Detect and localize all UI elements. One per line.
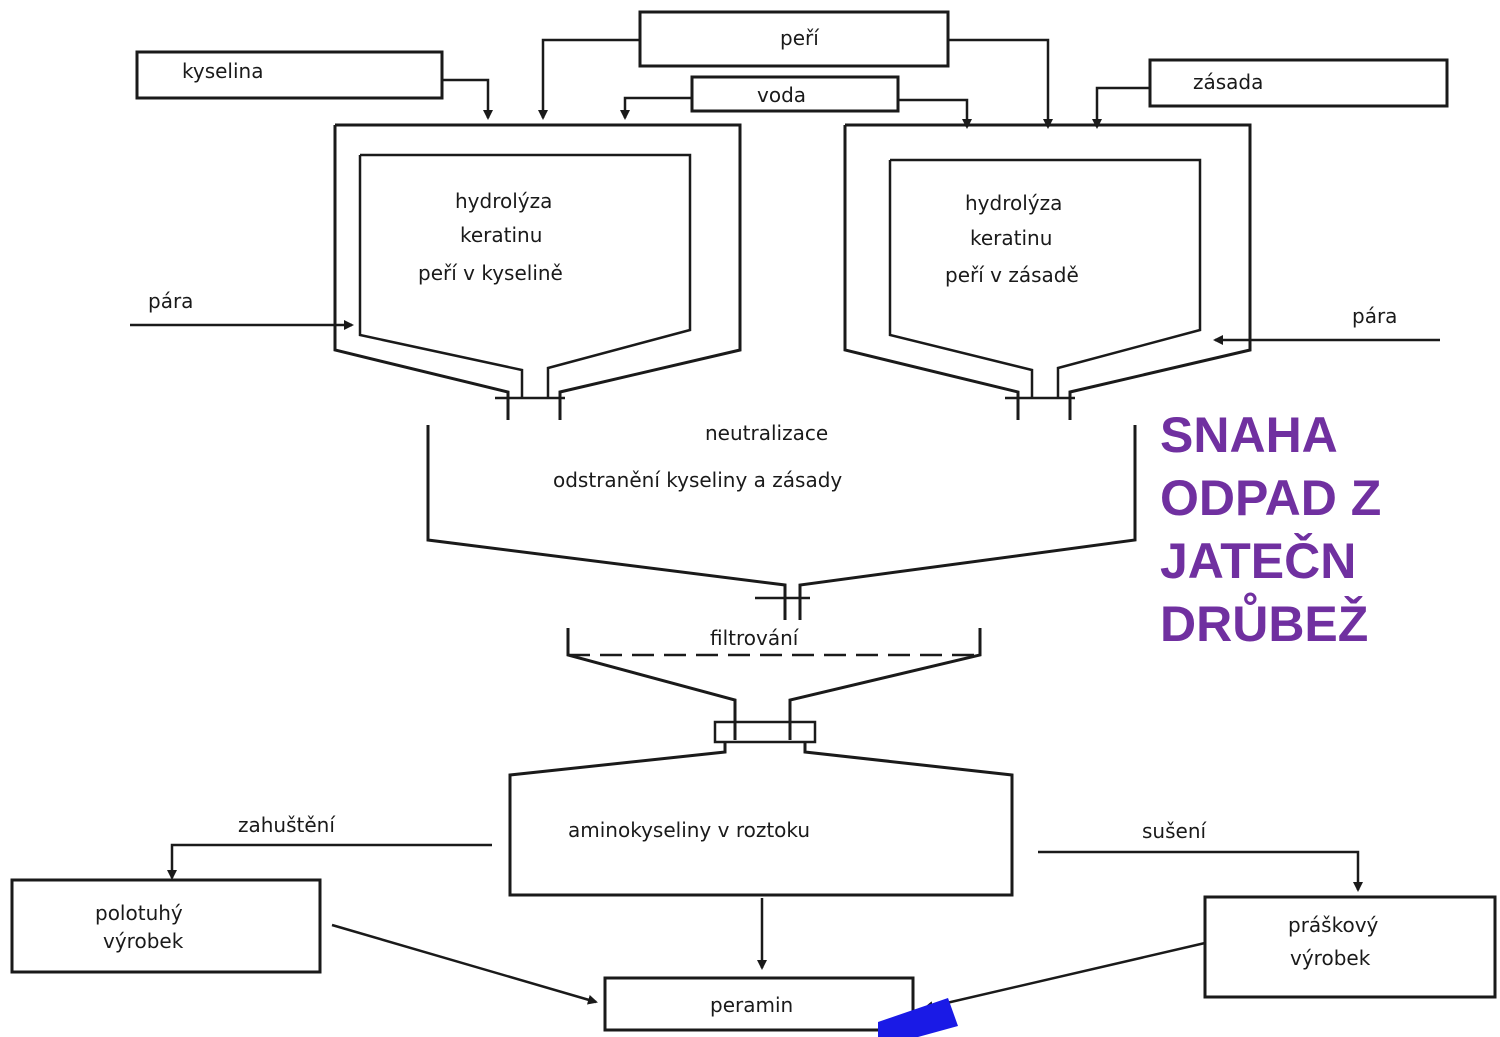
product-arrows: [331, 898, 1206, 1012]
steam-left: pára: [130, 289, 354, 330]
label-amino: aminokyseliny v roztoku: [568, 818, 810, 842]
box-base: zásada: [1148, 58, 1449, 108]
label-feathers: peří: [780, 26, 820, 50]
label-concentration: zahuštění: [238, 813, 336, 837]
box-acid: kyselina: [135, 50, 444, 100]
powder-line1: práškový: [1288, 913, 1379, 937]
label-peramin: peramin: [710, 993, 793, 1017]
label-acid: kyselina: [182, 59, 263, 83]
box-powder: práškový výrobek: [1203, 895, 1497, 999]
overlay-title-line4: DRŮBEŽ: [1160, 592, 1368, 652]
label-base: zásada: [1193, 70, 1263, 94]
label-filtration: filtrování: [710, 626, 800, 650]
box-semi-solid: polotuhý výrobek: [10, 878, 322, 974]
filtration-funnel: filtrování: [566, 626, 982, 740]
amino-acid-tank: aminokyseliny v roztoku: [508, 720, 1014, 897]
semi-solid-line1: polotuhý: [95, 901, 183, 925]
branch-concentration: zahuštění: [167, 813, 492, 880]
steam-right: pára: [1213, 304, 1440, 345]
tank-base-line3: peří v zásadě: [945, 263, 1079, 287]
semi-solid-line2: výrobek: [103, 929, 184, 953]
label-drying: sušení: [1142, 819, 1207, 843]
tank-acid-line2: keratinu: [460, 223, 542, 247]
tank-base-line2: keratinu: [970, 226, 1052, 250]
neutralization-vessel: neutralizace odstranění kyseliny a zásad…: [426, 421, 1137, 620]
branch-drying: sušení: [1038, 819, 1363, 892]
label-steam-right: pára: [1352, 304, 1397, 328]
box-water: voda: [690, 75, 900, 113]
reactor-base: hydrolýza keratinu peří v zásadě: [843, 123, 1252, 420]
neutralization-line2: odstranění kyseliny a zásady: [553, 468, 842, 492]
powder-line2: výrobek: [1290, 946, 1371, 970]
box-feathers: peří: [638, 10, 950, 68]
label-water: voda: [757, 83, 806, 107]
overlay-title: SNAHA ODPAD Z JATEČN DRŮBEŽ: [1160, 407, 1381, 652]
box-peramin: peramin: [603, 976, 915, 1032]
input-arrows: [442, 38, 1150, 129]
label-steam-left: pára: [148, 289, 193, 313]
overlay-title-line1: SNAHA: [1160, 407, 1338, 463]
tank-acid-line3: peří v kyselině: [418, 261, 563, 285]
overlay-title-line2: ODPAD Z: [1160, 470, 1381, 526]
reactor-acid: hydrolýza keratinu peří v kyselině: [333, 123, 742, 420]
neutralization-line1: neutralizace: [705, 421, 828, 445]
overlay-title-line3: JATEČN: [1160, 532, 1356, 589]
tank-base-line1: hydrolýza: [965, 191, 1062, 215]
pointer-marker-icon: [878, 998, 958, 1037]
tank-acid-line1: hydrolýza: [455, 189, 552, 213]
